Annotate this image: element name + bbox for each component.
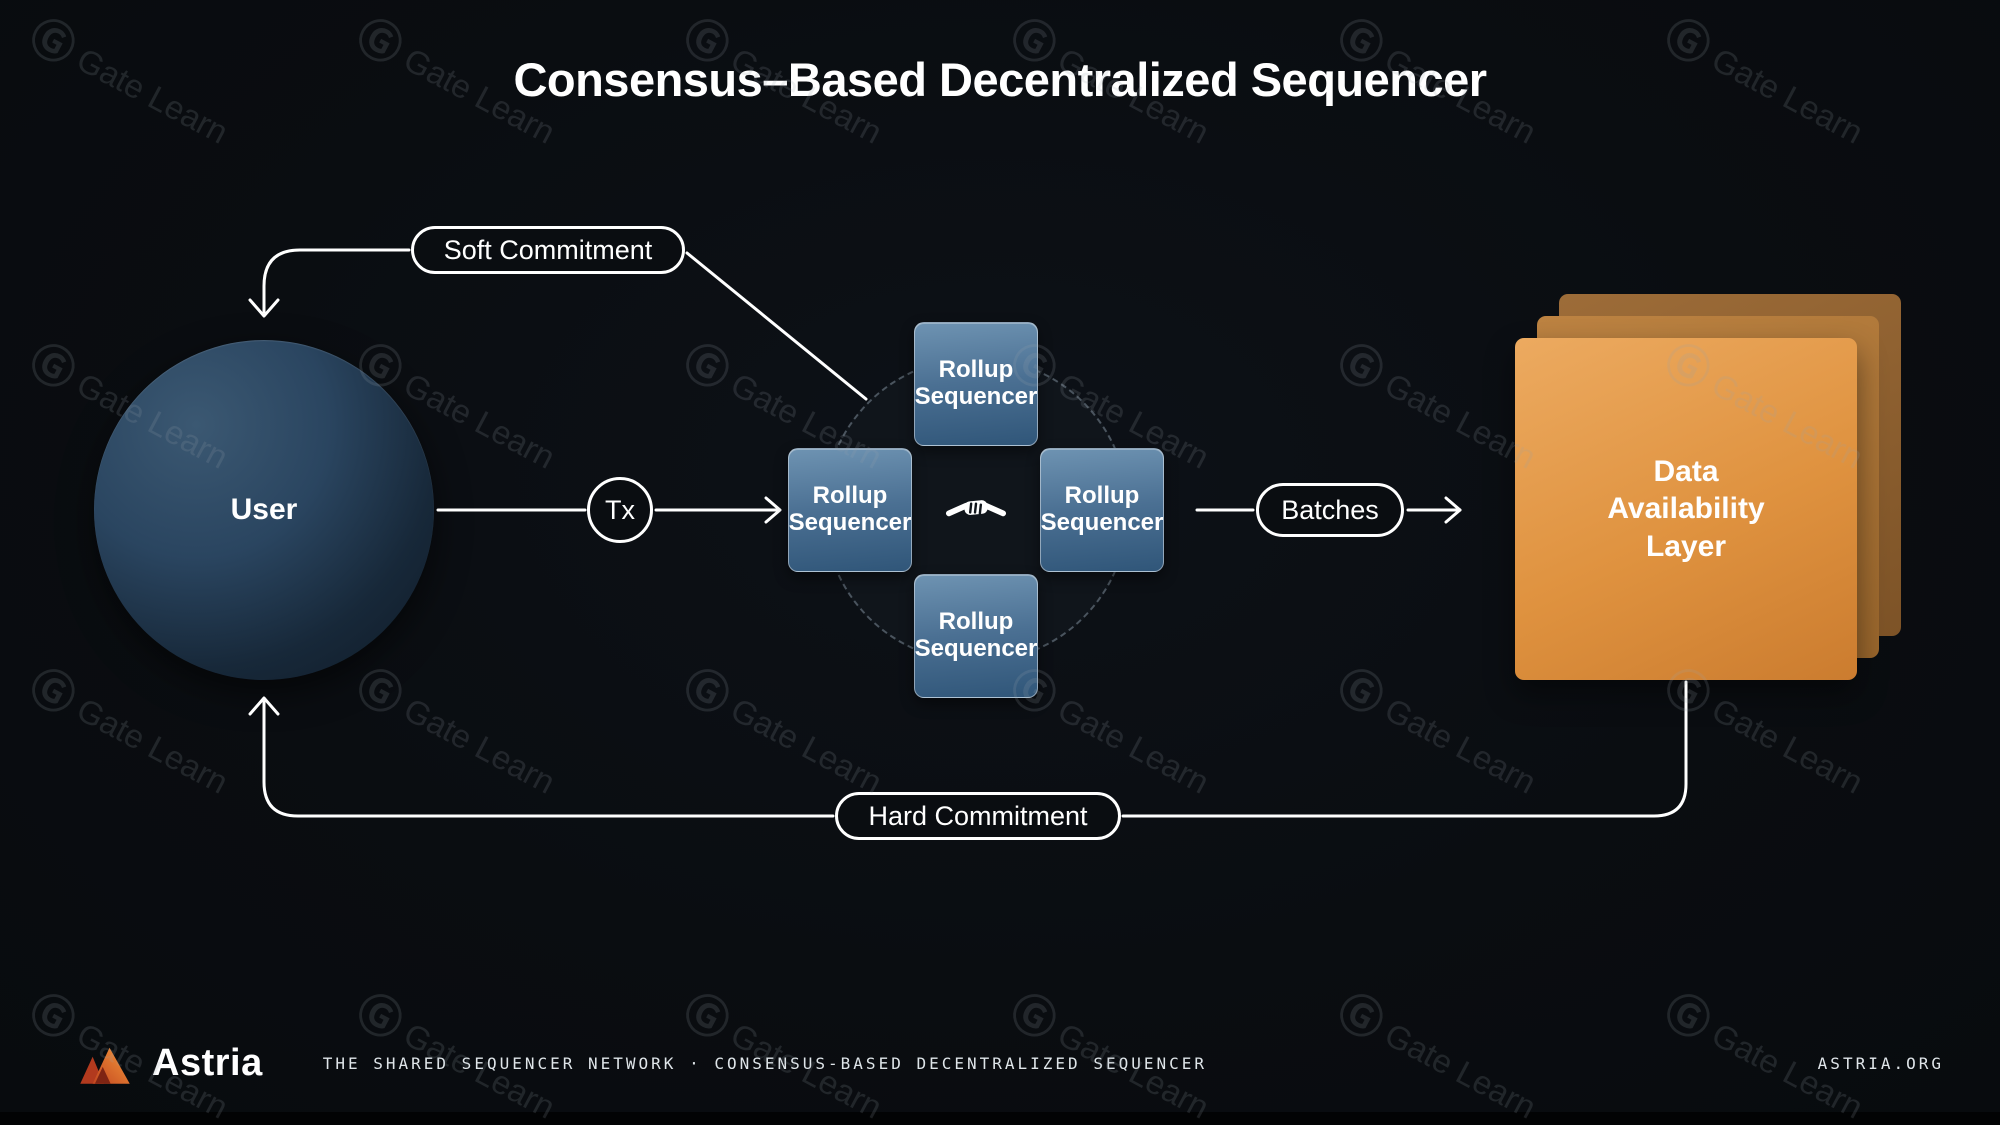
rollup-sequencer-node: Rollup Sequencer <box>1040 448 1164 572</box>
rollup-sequencer-label: Rollup Sequencer <box>914 356 1038 410</box>
page-title: Consensus–Based Decentralized Sequencer <box>513 53 1487 106</box>
tx-badge: Tx <box>587 477 653 543</box>
user-node: User <box>94 340 434 680</box>
hard-commitment-arrow <box>248 680 1688 818</box>
hard-commitment-text: Hard Commitment <box>868 800 1088 831</box>
handshake-icon <box>945 488 1007 536</box>
bottom-strip <box>0 1112 2000 1125</box>
rollup-sequencer-label: Rollup Sequencer <box>1040 482 1164 536</box>
astria-logo-icon <box>78 1041 132 1086</box>
batches-text: Batches <box>1281 494 1379 525</box>
rollup-sequencer-node: Rollup Sequencer <box>914 322 1038 446</box>
batches-arrow <box>1195 496 1462 524</box>
rollup-sequencer-label: Rollup Sequencer <box>788 482 912 536</box>
soft-commitment-arrow <box>248 248 868 401</box>
rollup-sequencer-node: Rollup Sequencer <box>788 448 912 572</box>
footer-bar: Astria THE SHARED SEQUENCER NETWORK · CO… <box>0 1015 2000 1111</box>
footer-website: ASTRIA.ORG <box>1817 1053 1944 1073</box>
brand-wordmark: Astria <box>152 1041 263 1084</box>
footer-tagline: THE SHARED SEQUENCER NETWORK · CONSENSUS… <box>322 1053 1208 1073</box>
tx-text: Tx <box>605 494 635 525</box>
rollup-sequencer-node: Rollup Sequencer <box>914 574 1038 698</box>
data-availability-node: Data Availability Layer <box>1515 294 1901 680</box>
user-label: User <box>230 493 298 526</box>
soft-commitment-label: Soft Commitment <box>411 226 685 274</box>
data-availability-label: Data Availability Layer <box>1607 454 1765 563</box>
da-card-front: Data Availability Layer <box>1515 338 1857 680</box>
soft-commitment-text: Soft Commitment <box>443 234 653 265</box>
rollup-sequencer-label: Rollup Sequencer <box>914 608 1038 662</box>
hard-commitment-label: Hard Commitment <box>835 792 1121 840</box>
tx-arrow <box>436 496 782 524</box>
batches-label: Batches <box>1256 483 1404 537</box>
